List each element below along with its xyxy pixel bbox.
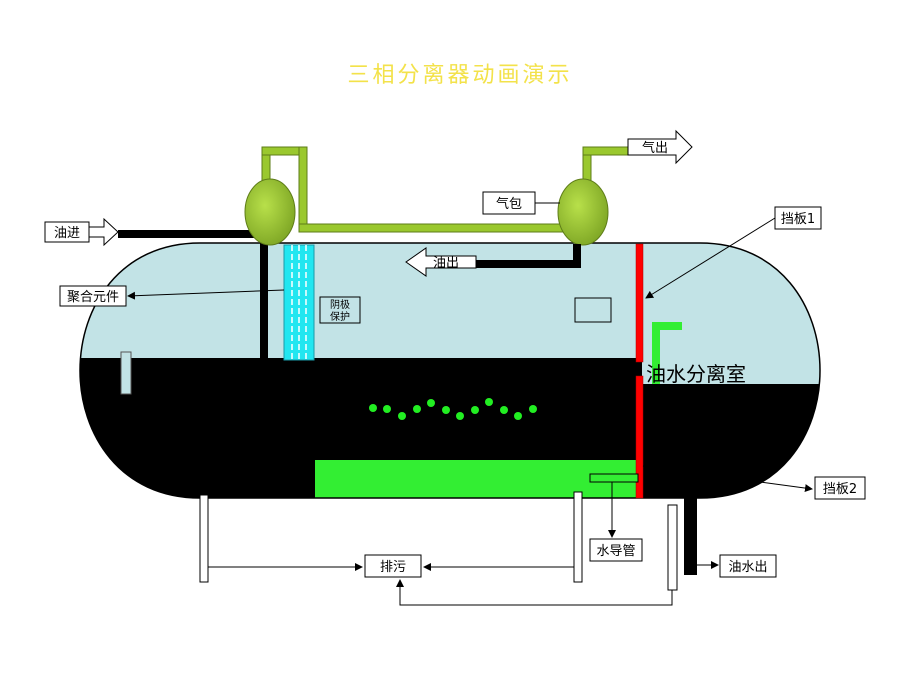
droplet [427,399,435,407]
baffle-1-leader [645,217,776,299]
gas-piping [261,146,629,233]
overflow-pipe-down [652,322,660,384]
oil-droplets [369,398,537,420]
anode-label-1: 阴极 [330,298,350,311]
gas-drum-left [244,178,296,246]
oil-outlet-riser [573,244,581,268]
coalescer-element [283,244,315,361]
droplet [442,406,450,414]
support-leg-mid [573,491,583,583]
oil-out-label: 油出 [433,256,459,271]
droplet [398,412,406,420]
level-gauge [574,297,612,323]
droplet [471,406,479,414]
gas-out-label: 气出 [642,140,668,156]
svg-text:油水出: 油水出 [728,560,767,575]
label-baffle-2: 挡板2 [814,476,866,500]
inlet-pipe [118,230,266,238]
droplet [500,406,508,414]
droplet [369,404,377,412]
water-guide-pipe [589,473,639,483]
anode-label-2: 保护 [330,310,350,323]
label-oil-water-out: 油水出 [719,554,777,578]
droplet [529,405,537,413]
label-oil-in: 油进 [44,221,90,243]
oil-out-arrow-icon [405,247,477,277]
svg-text:挡板1: 挡板1 [781,212,815,227]
label-gas-drum: 气包 [482,191,536,215]
droplet [485,398,493,406]
overflow-pipe-top [652,322,682,330]
oil-water-outlet-pipe [684,495,697,575]
vessel-outline [79,242,821,499]
baffle-1 [635,243,644,363]
droplet [383,405,391,413]
label-baffle-1: 挡板1 [774,206,822,230]
oil-in-arrow-icon [88,217,119,247]
svg-text:气包: 气包 [496,196,522,212]
svg-text:挡板2: 挡板2 [823,482,857,497]
label-coalescer: 聚合元件 [59,285,127,307]
inlet-downcomer [260,236,268,360]
droplet [413,405,421,413]
support-leg-right [667,504,678,591]
separator-vessel [79,242,821,499]
baffle-2-leader [642,465,813,493]
droplet [514,412,522,420]
anode-protection [319,296,361,324]
label-water-pipe: 水导管 [589,538,643,562]
page-title: 三相分离器动画演示 [347,63,572,88]
water-layer [315,460,637,498]
svg-text:油进: 油进 [54,226,80,241]
manway-flange [120,351,132,395]
svg-text:水导管: 水导管 [596,544,635,559]
svg-text:聚合元件: 聚合元件 [67,290,119,305]
droplet [456,412,464,420]
baffle-2 [635,375,644,499]
gas-out-arrow-icon [627,129,693,165]
gas-drum-right [557,178,609,246]
label-drain: 排污 [364,554,422,578]
drain-lines [208,482,719,606]
svg-text:排污: 排污 [380,560,406,575]
oil-water-chamber-label: 油水分离室 [646,362,746,386]
support-leg-left [199,494,209,583]
oil-outlet-pipe [476,260,580,268]
coalescer-leader [127,289,285,300]
